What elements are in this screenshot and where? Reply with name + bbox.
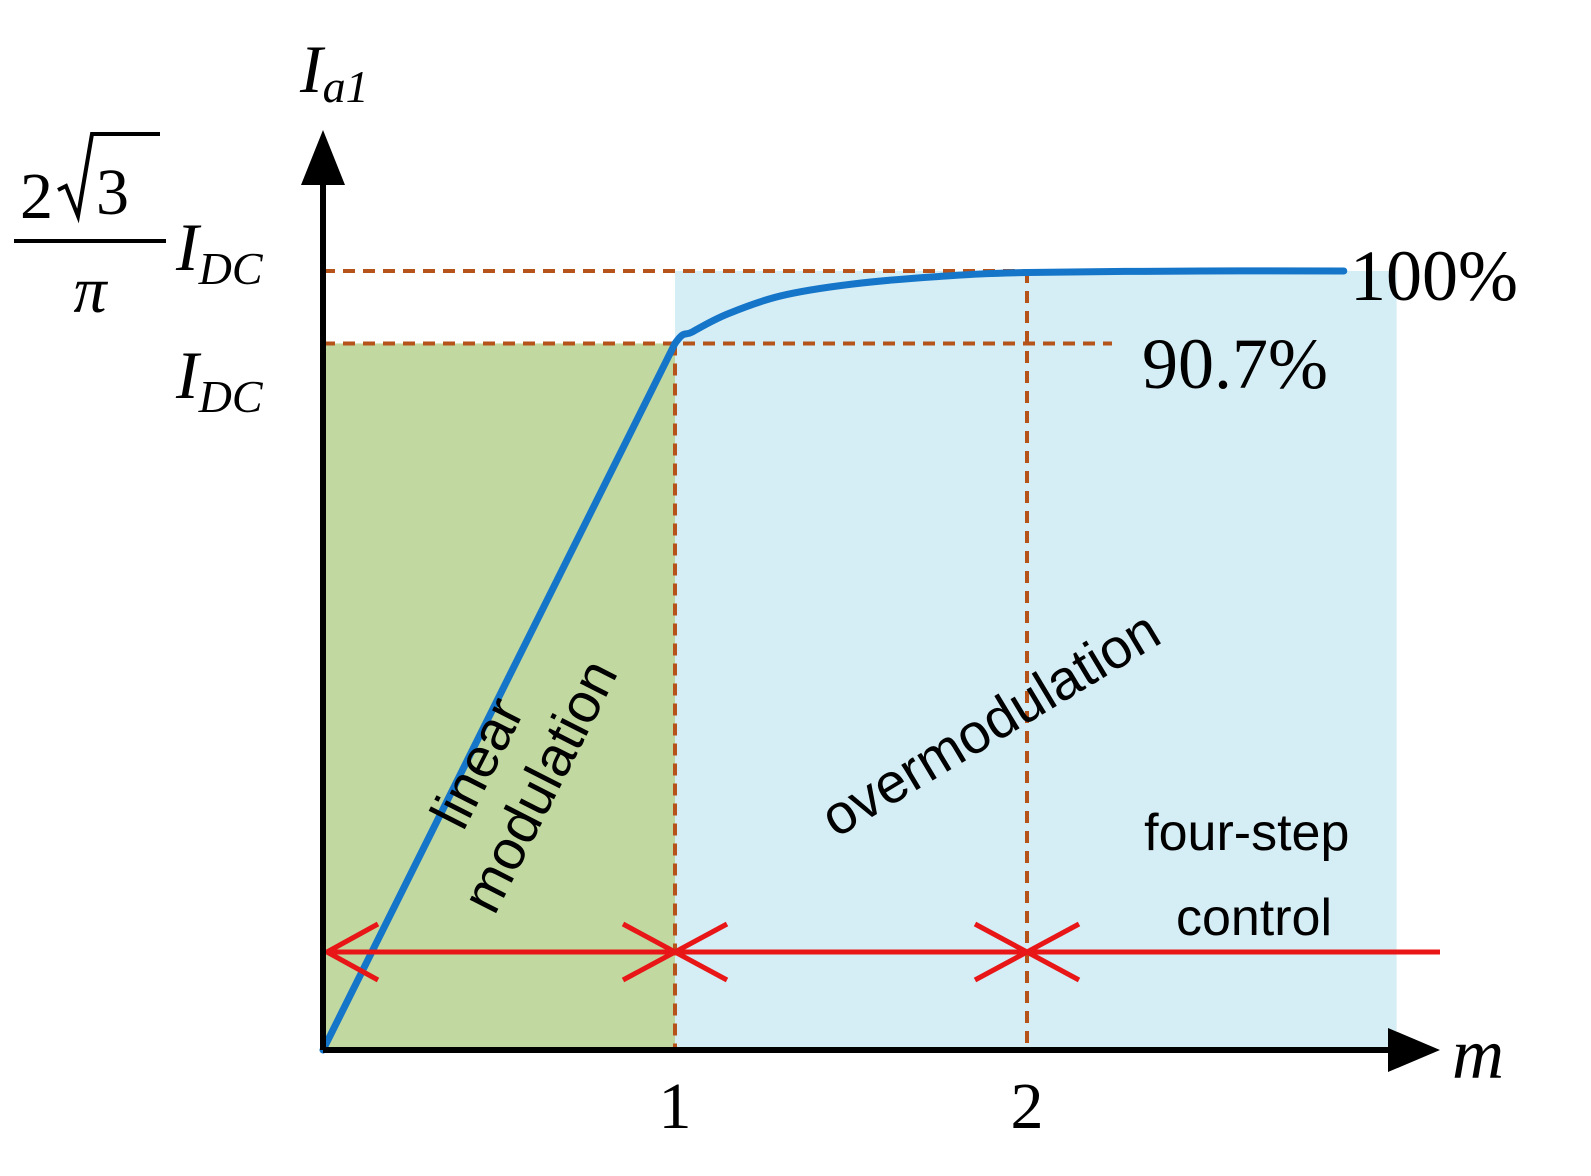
y-axis-arrowhead (301, 130, 345, 185)
series-line-ia1 (319, 267, 1348, 1054)
range-left-arrowhead (321, 921, 380, 983)
y-axis-title: Ia1 (299, 31, 369, 112)
overmodulation-region-fill (675, 271, 1397, 1050)
y-tick-fraction-denominator: π (73, 254, 108, 327)
sqrt-symbol-icon (57, 132, 160, 224)
x-tick-label-2: 2 (1011, 1070, 1044, 1143)
annotation-907pct: 90.7% (1142, 324, 1328, 404)
y-tick-label-lower: IDC (175, 337, 264, 422)
x-tick-label-1: 1 (659, 1070, 692, 1143)
y-tick-fraction-sqrt: 3 (96, 156, 129, 229)
x-axis-title: m (1452, 1014, 1504, 1094)
range-boundary-marker-1 (621, 921, 729, 983)
annotation-100pct: 100% (1350, 236, 1518, 316)
y-tick-label-upper: 2 3 π IDC (14, 132, 264, 327)
y-tick-fraction-numerator: 2 (20, 160, 53, 233)
range-boundary-marker-2 (973, 921, 1081, 983)
y-tick-unit-upper: IDC (175, 209, 264, 294)
region-label-four-step-control: four-step control (1144, 804, 1364, 947)
x-axis-arrowhead (1388, 1028, 1440, 1072)
